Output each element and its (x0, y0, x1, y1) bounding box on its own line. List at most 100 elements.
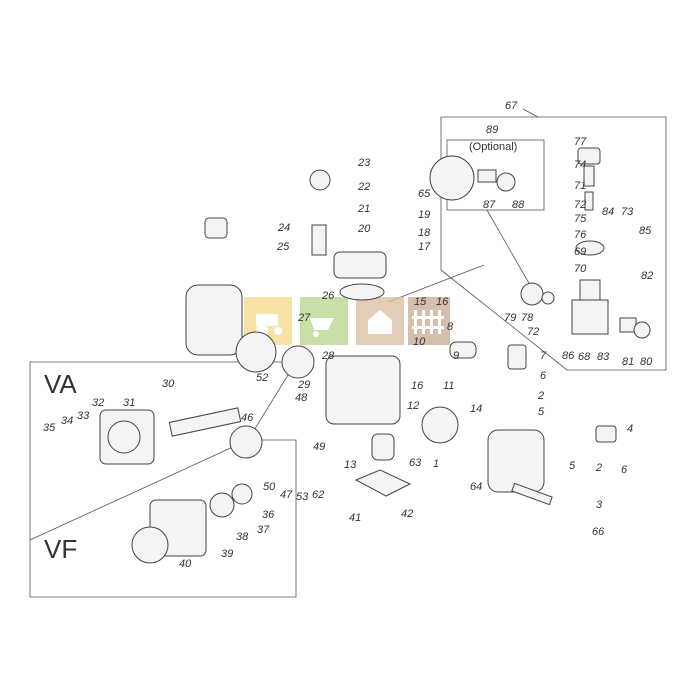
gauge-adapter (496, 172, 516, 192)
parts (99, 147, 651, 564)
part-number-label: 47 (280, 489, 293, 501)
part-number-label: 6 (621, 464, 628, 476)
pump-head-left (185, 284, 243, 356)
elbow-9 (449, 341, 477, 359)
part-number-label: 85 (639, 225, 652, 237)
part-number-label: 41 (349, 512, 361, 524)
part-number-label: 16 (436, 296, 449, 308)
part-number-label: 77 (574, 136, 587, 148)
part-number-label: 88 (512, 199, 525, 211)
part-number-label: 70 (574, 263, 587, 275)
part-number-label: 38 (236, 531, 249, 543)
piston-29 (281, 345, 315, 379)
gauge-fitting (477, 169, 497, 183)
part-number-label: 89 (486, 124, 498, 136)
part-number-label: 81 (622, 356, 634, 368)
part-number-label: 24 (277, 222, 290, 234)
va-section-label: VA (44, 369, 77, 399)
part-number-label: 33 (77, 410, 90, 422)
part-number-label: 28 (321, 350, 335, 362)
part-number-label: 71 (574, 180, 586, 192)
part-number-label: 36 (262, 509, 275, 521)
part-number-label: 26 (321, 290, 335, 302)
part-number-label: 9 (453, 350, 459, 362)
part-number-label: 22 (357, 181, 370, 193)
optional-label: (Optional) (469, 141, 517, 153)
part-number-label: 34 (61, 415, 73, 427)
part-number-label: 48 (295, 392, 308, 404)
part-number-label: 69 (574, 246, 586, 258)
part-number-label: 2 (595, 462, 602, 474)
part-number-label: 37 (257, 524, 270, 536)
part-number-label: 8 (447, 321, 454, 333)
part-number-label: 86 (562, 350, 575, 362)
vf-section-label: VF (44, 534, 77, 564)
part-number-label: 73 (621, 206, 634, 218)
part-number-label: 27 (297, 312, 311, 324)
part-number-label: 16 (411, 380, 424, 392)
outlet-fitting-7 (507, 344, 527, 370)
part-number-label: 74 (574, 159, 586, 171)
part-number-label: 6 (540, 370, 547, 382)
ring-37 (231, 483, 253, 505)
part-number-label: 5 (538, 406, 545, 418)
pressure-gauge (429, 155, 475, 201)
fitting-4 (595, 425, 617, 443)
bearing-38 (209, 492, 235, 518)
valve-group-frame (440, 116, 667, 371)
part-number-label: 78 (521, 312, 534, 324)
part-number-label: 32 (92, 397, 104, 409)
seal-50 (229, 425, 263, 459)
part-number-label: 65 (418, 188, 431, 200)
part-number-label: 14 (470, 403, 482, 415)
va-vf-divider (29, 439, 249, 541)
bushing-63 (371, 433, 395, 461)
part-number-label: 13 (344, 459, 357, 471)
bearing-va (107, 420, 141, 454)
part-number-label: 52 (256, 372, 268, 384)
part-number-label: 2 (537, 390, 544, 402)
part-number-label: 87 (483, 199, 496, 211)
part-number-label: 66 (592, 526, 605, 538)
part-number-label: 49 (313, 441, 325, 453)
part-number-label: 29 (297, 379, 310, 391)
part-number-label: 17 (418, 241, 431, 253)
part-number-label: 40 (179, 558, 192, 570)
part-number-label: 20 (357, 223, 371, 235)
part-number-label: 79 (504, 312, 516, 324)
part-number-label: 11 (443, 380, 454, 392)
part-number-label: 21 (357, 203, 370, 215)
valve-body (571, 299, 609, 335)
watermark-icons (244, 297, 450, 345)
part-number-label: 82 (641, 270, 653, 282)
part-number-label: 67 (505, 100, 518, 112)
part-number-label: 62 (312, 489, 324, 501)
part-number-label: 76 (574, 229, 587, 241)
spring (583, 165, 595, 187)
oring-17 (339, 283, 385, 301)
lever (575, 240, 605, 256)
part-number-label: 75 (574, 213, 587, 225)
leader-67 (522, 108, 539, 118)
cap-23 (309, 169, 331, 191)
pump-body (325, 355, 401, 425)
part-number-label: 63 (409, 457, 422, 469)
part-number-label: 53 (296, 491, 309, 503)
part-number-label: 68 (578, 351, 591, 363)
part-number-label: 4 (627, 423, 633, 435)
part-number-label: 7 (540, 350, 547, 362)
nut-79 (520, 282, 544, 306)
cover-18 (333, 251, 387, 279)
regulator-knob (577, 147, 601, 165)
valve-stem (584, 191, 594, 211)
valve-group-leader (387, 264, 485, 303)
part-number-label: 35 (43, 422, 56, 434)
part-number-label: 25 (276, 241, 290, 253)
part-number-label: 19 (418, 209, 430, 221)
leader-87 (486, 209, 531, 286)
part-number-label: 10 (413, 336, 426, 348)
part-number-label: 31 (123, 397, 135, 409)
